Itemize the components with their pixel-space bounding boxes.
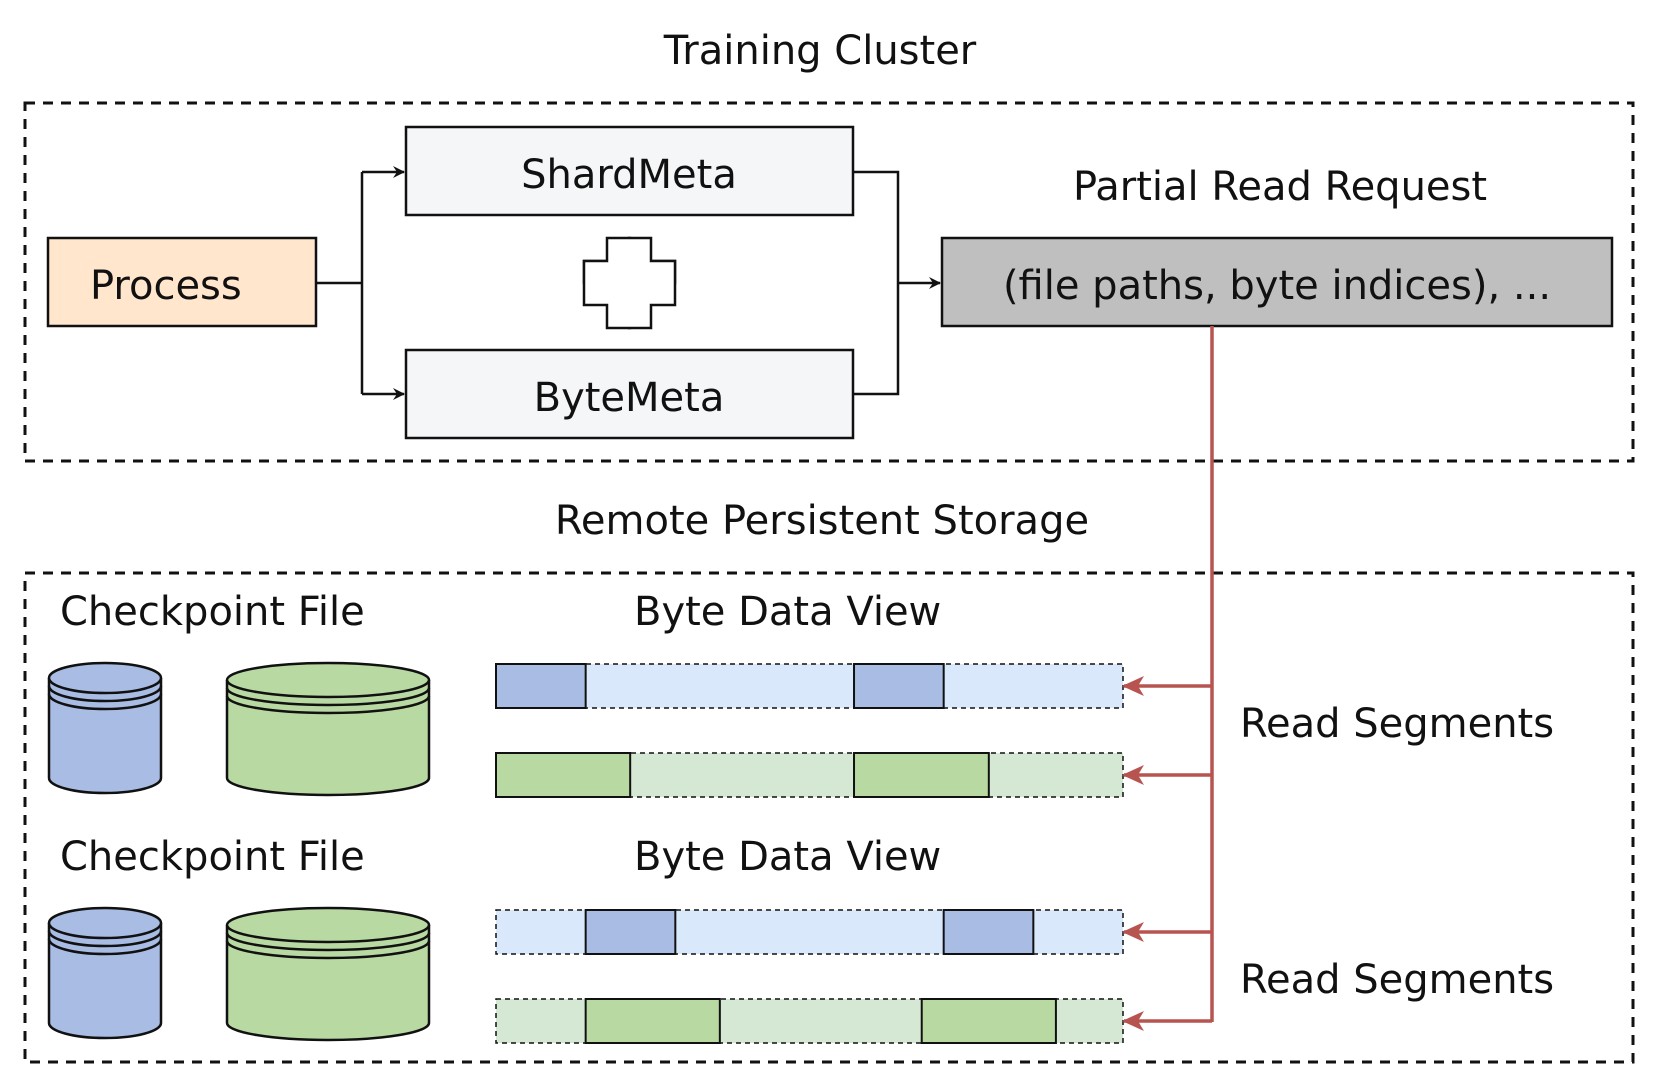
checkpoint-file-label-2: Checkpoint File <box>60 834 365 880</box>
byte-view-strip-1 <box>495 663 1124 709</box>
shard-meta-label: ShardMeta <box>521 152 737 198</box>
byte-data-views <box>495 663 1124 1044</box>
plus-icon-outline <box>582 236 677 330</box>
database-icon-green-1 <box>225 661 431 797</box>
database-icon-green-2 <box>225 906 431 1042</box>
read-segment-4-2 <box>920 998 1057 1044</box>
process-box <box>46 236 318 328</box>
database-icon-blue-1 <box>47 661 163 795</box>
byte-meta-box <box>404 348 855 440</box>
byte-meta-label: ByteMeta <box>534 375 725 421</box>
read-segments-label-1: Read Segments <box>1240 701 1554 747</box>
merge-connector <box>853 170 900 396</box>
byte-data-view-label-1: Byte Data View <box>634 589 941 635</box>
remote-storage-title: Remote Persistent Storage <box>555 498 1089 544</box>
request-content: (file paths, byte indices), ... <box>1003 263 1551 309</box>
shard-meta-box <box>404 125 855 217</box>
process-label: Process <box>90 263 242 309</box>
read-segment-2-2 <box>853 752 990 798</box>
read-segments-label-2: Read Segments <box>1240 957 1554 1003</box>
training-cluster-border <box>23 101 1635 463</box>
byte-data-view-label-2: Byte Data View <box>634 834 941 880</box>
read-segment-1-1 <box>495 663 587 709</box>
checkpoint-file-label-1: Checkpoint File <box>60 589 365 635</box>
partial-read-request-title: Partial Read Request <box>1073 164 1487 210</box>
remote-storage-border <box>23 571 1635 1064</box>
read-segment-3-2 <box>942 909 1035 955</box>
read-segment-3-1 <box>584 909 677 955</box>
database-icon-blue-2 <box>47 906 163 1040</box>
request-box <box>940 236 1614 328</box>
training-cluster-title: Training Cluster <box>663 28 977 74</box>
read-segment-2-1 <box>495 752 632 798</box>
read-segment-1-2 <box>853 663 945 709</box>
read-segment-4-1 <box>584 998 721 1044</box>
